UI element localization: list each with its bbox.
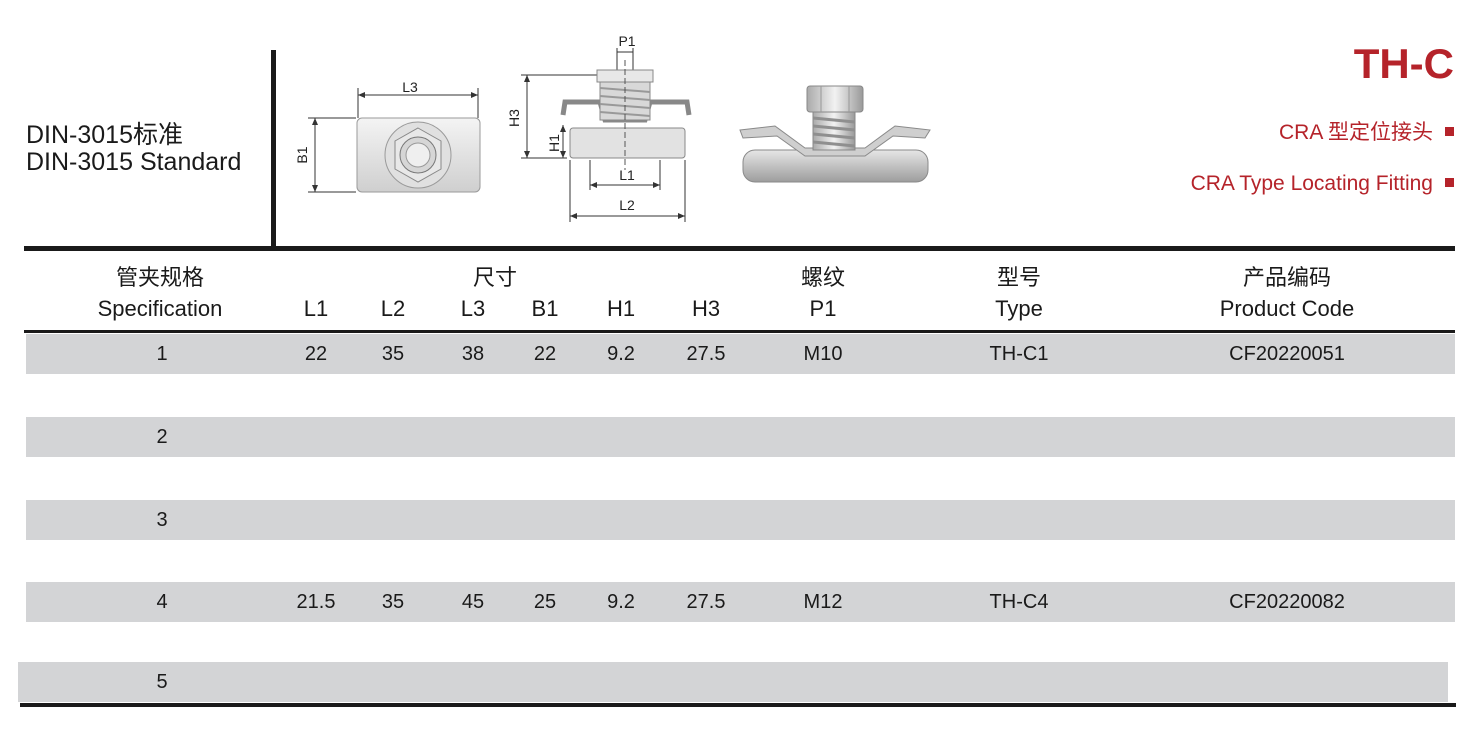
cell-spec: 4 (156, 591, 168, 613)
cell-p1: M12 (803, 591, 843, 613)
cell-l2: 35 (381, 591, 405, 613)
table-row: 4 21.5 35 45 25 9.2 27.5 M12 TH-C4 CF202… (26, 582, 1455, 622)
header-divider (24, 246, 1455, 251)
cell-spec: 5 (156, 671, 168, 693)
standard-line-cn: DIN-3015标准 (26, 121, 183, 149)
label-l1: L1 (619, 167, 635, 183)
cell-p1: M10 (803, 343, 843, 365)
cell-l3: 45 (461, 591, 485, 613)
top-view-drawing: L3 B1 (294, 79, 481, 193)
table-bottom-rule (20, 703, 1456, 707)
header-h1: H1 (606, 296, 636, 321)
header-h3: H3 (691, 296, 721, 321)
cell-spec: 2 (156, 426, 168, 448)
label-p1: P1 (618, 33, 635, 49)
product-name-cn: CRA 型定位接头 (1279, 116, 1454, 146)
square-bullet-icon (1445, 177, 1454, 187)
label-b1: B1 (294, 146, 310, 163)
cell-code: CF20220082 (1229, 591, 1345, 613)
standard-line-en: DIN-3015 Standard (26, 148, 242, 176)
cell-type: TH-C4 (989, 591, 1049, 613)
cell-spec: 1 (156, 343, 168, 365)
header-spec-en: Specification (97, 296, 223, 321)
table-row: 2 (26, 417, 1455, 457)
cell-spec: 3 (156, 509, 168, 531)
product-name-en: CRA Type Locating Fitting (1191, 172, 1454, 196)
cell-h1: 9.2 (607, 591, 635, 613)
header-code-cn: 产品编码 (1242, 265, 1332, 290)
side-view-drawing: P1 H3 H1 L1 L2 (506, 33, 692, 222)
header-rule (24, 330, 1455, 333)
label-l3: L3 (402, 79, 418, 95)
header-l2: L2 (380, 296, 406, 321)
table-row: 5 (18, 662, 1448, 702)
header-code-en: Product Code (1219, 296, 1355, 321)
square-bullet-icon (1445, 126, 1454, 136)
header-type-cn: 型号 (996, 265, 1042, 290)
model-title: TH-C (1353, 40, 1454, 87)
header-thread-en: P1 (809, 296, 837, 321)
header-l1: L1 (303, 296, 329, 321)
cell-b1: 25 (533, 591, 557, 613)
label-h1: H1 (546, 134, 562, 152)
header-thread-cn: 螺纹 (800, 265, 846, 290)
cell-h3: 27.5 (686, 343, 726, 365)
label-h3: H3 (506, 109, 522, 127)
cell-l1: 22 (304, 343, 328, 365)
header-b1: B1 (531, 296, 559, 321)
cell-code: CF20220051 (1229, 343, 1345, 365)
cell-l3: 38 (461, 343, 485, 365)
header-dimension-cn: 尺寸 (472, 265, 518, 290)
vertical-divider (271, 50, 276, 248)
table-row: 1 22 35 38 22 9.2 27.5 M10 TH-C1 CF20220… (26, 334, 1455, 374)
cell-b1: 22 (533, 343, 557, 365)
table-row: 3 (26, 500, 1455, 540)
header-l3: L3 (460, 296, 486, 321)
cell-h3: 27.5 (686, 591, 726, 613)
product-photo (739, 85, 931, 183)
cell-h1: 9.2 (607, 343, 635, 365)
label-l2: L2 (619, 197, 635, 213)
header-type-en: Type (995, 296, 1043, 321)
cell-type: TH-C1 (989, 343, 1049, 365)
header-spec-cn: 管夹规格 (115, 265, 205, 290)
cell-l2: 35 (381, 343, 405, 365)
cell-l1: 21.5 (296, 591, 336, 613)
